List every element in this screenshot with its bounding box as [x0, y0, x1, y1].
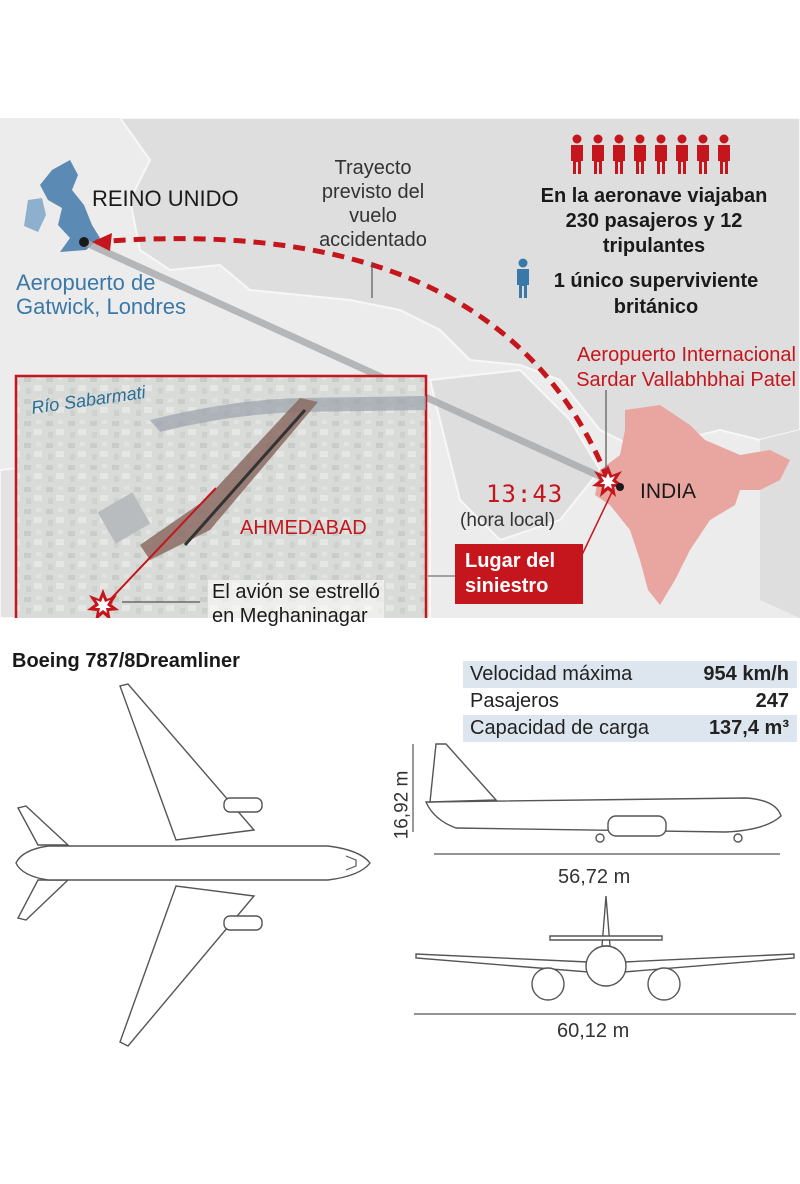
- runway: [183, 409, 307, 546]
- front-engine-left: [531, 967, 565, 1001]
- uk-shape: [40, 160, 100, 252]
- crash-note: El avión se estrelló en Meghaninagar: [208, 580, 384, 628]
- spec-row-passengers: Pasajeros 247: [463, 688, 797, 715]
- great-circle-line: [82, 238, 610, 484]
- tail-bottom: [16, 879, 70, 921]
- engine-top: [223, 797, 263, 813]
- crash-star-india: [592, 465, 624, 497]
- crash-site-line-1: Lugar del: [465, 550, 556, 572]
- crash-note-line-1: El avión se estrelló: [212, 581, 380, 603]
- wingspan-label: 60,12 m: [557, 1020, 630, 1042]
- person-icon: [676, 134, 688, 174]
- label-reino-unido: REINO UNIDO: [92, 186, 239, 211]
- side-tail: [429, 743, 498, 803]
- airport-terminal: [97, 492, 151, 544]
- wing-bottom: [119, 885, 256, 1047]
- airport-label-line-2: Sardar Vallabhbhai Patel: [576, 369, 796, 391]
- spec-value: 954 km/h: [703, 663, 789, 685]
- survivor-line-1: 1 único superviviente: [553, 270, 759, 292]
- label-gatwick-1: Aeropuerto de: [16, 270, 156, 295]
- person-icon: [655, 134, 667, 174]
- airport-label-line-1: Aeropuerto Internacional: [576, 344, 796, 366]
- crash-star-inset: [87, 589, 119, 618]
- person-icon: [718, 134, 730, 174]
- spec-row-speed: Velocidad máxima 954 km/h: [463, 661, 797, 688]
- survivor-person-icon: [517, 258, 529, 298]
- front-fuselage: [585, 945, 627, 987]
- plane-front-view: [414, 895, 796, 1015]
- side-gear-front: [733, 833, 743, 843]
- route-label-line-2: previsto del: [321, 181, 425, 203]
- runway-area: [140, 398, 318, 560]
- ahmedabad-dot: [616, 483, 624, 491]
- aircraft-model: Boeing 787/8Dreamliner: [12, 650, 240, 672]
- india-shape: [595, 405, 790, 605]
- onboard-line-3: tripulantes: [602, 235, 706, 257]
- engine-bottom: [223, 915, 263, 931]
- person-icon: [697, 134, 709, 174]
- land-europe-asia: [118, 118, 800, 452]
- onboard-text: En la aeronave viajaban 230 pasajeros y …: [516, 184, 792, 259]
- person-icon: [571, 134, 583, 174]
- spec-row-cargo: Capacidad de carga 137,4 m³: [463, 715, 797, 742]
- side-fuselage: [424, 797, 782, 833]
- onboard-line-1: En la aeronave viajaban: [540, 185, 768, 207]
- route-arrowhead: [92, 233, 112, 251]
- route-label-line-3: vuelo: [349, 205, 397, 227]
- crash-note-line-2: en Meghaninagar: [212, 605, 368, 627]
- planned-route: [95, 236, 611, 481]
- height-label: 16,92 m: [391, 770, 413, 840]
- plane-top-view: [15, 683, 371, 1047]
- ireland-shape: [24, 198, 46, 232]
- label-gatwick-2: Gatwick, Londres: [16, 294, 186, 319]
- crash-site-line-2: siniestro: [465, 575, 549, 597]
- land-arabia: [428, 368, 602, 542]
- survivor-text: 1 único superviviente británico: [538, 268, 774, 320]
- label-india: INDIA: [640, 480, 697, 503]
- gatwick-dot: [79, 237, 89, 247]
- person-icon: [592, 134, 604, 174]
- front-wing-left: [415, 953, 589, 973]
- route-label-line-1: Trayecto: [334, 157, 412, 179]
- person-icon: [634, 134, 646, 174]
- onboard-line-2: 230 pasajeros y 12: [565, 210, 743, 232]
- fuselage-top: [15, 845, 371, 881]
- people-icons: [571, 134, 730, 174]
- city-label: AHMEDABAD: [240, 517, 367, 539]
- wing-top: [119, 683, 256, 841]
- side-gear-rear: [595, 833, 605, 843]
- crash-site-box: Lugar del siniestro: [455, 544, 583, 604]
- spec-label: Velocidad máxima: [470, 663, 633, 685]
- route-label: Trayecto previsto del vuelo accidentado: [298, 156, 448, 252]
- tail-top: [16, 805, 70, 846]
- spec-value: 247: [755, 690, 789, 712]
- spec-value: 137,4 m³: [708, 717, 789, 739]
- river-sabarmati: [150, 396, 426, 432]
- front-engine-right: [647, 967, 681, 1001]
- person-icon: [613, 134, 625, 174]
- spec-label: Capacidad de carga: [470, 717, 650, 739]
- time-note: (hora local): [460, 510, 556, 531]
- survivor-line-2: británico: [613, 296, 699, 318]
- cockpit-windows: [345, 855, 357, 871]
- length-label: 56,72 m: [558, 866, 631, 888]
- crash-trajectory: [105, 487, 217, 605]
- route-map: [0, 118, 800, 618]
- front-stabilizer: [549, 935, 663, 941]
- plane-side-view: [412, 743, 782, 855]
- spec-label: Pasajeros: [470, 690, 559, 712]
- specs-table: Velocidad máxima 954 km/h Pasajeros 247 …: [463, 661, 797, 742]
- front-wing-right: [623, 953, 795, 973]
- route-label-line-4: accidentado: [319, 229, 427, 251]
- airport-label: Aeropuerto Internacional Sardar Vallabhb…: [500, 343, 796, 393]
- crash-time: 13:43: [486, 480, 564, 508]
- side-engine: [607, 815, 667, 837]
